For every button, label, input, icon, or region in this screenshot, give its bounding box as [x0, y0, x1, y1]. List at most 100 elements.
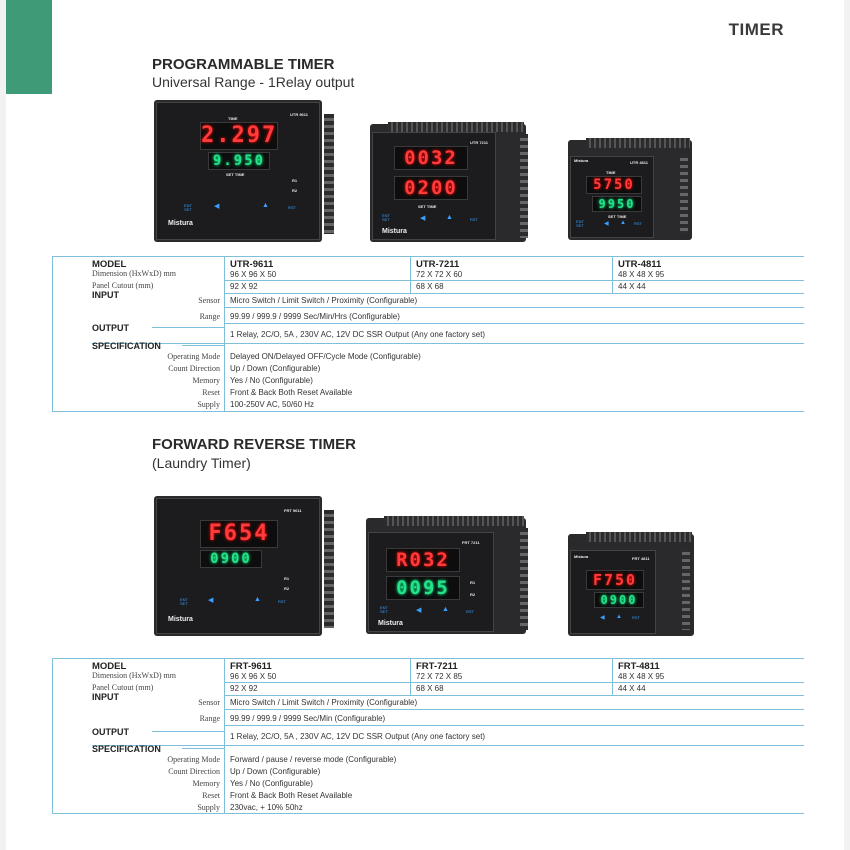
model-tag: FRT 4811	[632, 556, 650, 561]
ent-set-button[interactable]: ENT SET	[380, 605, 388, 614]
spec-table-forward-reverse: MODEL Dimension (HxWxD) mm Panel Cutout …	[52, 658, 804, 814]
accent-corner-block	[6, 0, 52, 94]
spec-value: Forward / pause / reverse mode (Configur…	[230, 755, 397, 764]
left-arrow-icon[interactable]: ◀	[208, 597, 214, 604]
spec-label: Operating Mode	[167, 755, 220, 764]
range-label: Range	[199, 714, 220, 723]
spec-label: Supply	[197, 400, 220, 409]
display-label-set-time: SET TIME	[418, 204, 437, 209]
model-name: UTR-9611	[230, 259, 274, 270]
sensor-label: Sensor	[198, 698, 220, 707]
output-value: 1 Relay, 2C/O, 5A , 230V AC, 12V DC SSR …	[230, 330, 486, 339]
cutout-label: Panel Cutout (mm)	[92, 281, 154, 290]
spec-value: 100-250V AC, 50/60 Hz	[230, 400, 315, 409]
spec-value: Yes / No (Configurable)	[230, 779, 313, 788]
rst-button[interactable]: RST	[634, 221, 642, 226]
top-display: F654	[200, 520, 278, 548]
spec-label: Operating Mode	[167, 352, 220, 361]
model-cutout: 68 X 68	[416, 684, 444, 693]
model-tag: FRT 7211	[462, 540, 480, 545]
rst-button[interactable]: RST	[466, 609, 474, 614]
relay-r2-label: R2	[284, 586, 290, 591]
rst-button[interactable]: RST	[278, 599, 286, 604]
range-value: 99.99 / 999.9 / 9999 Sec/Min (Configurab…	[230, 714, 386, 723]
left-arrow-icon[interactable]: ◀	[600, 615, 605, 621]
rst-button[interactable]: RST	[470, 217, 478, 222]
model-dimension: 96 X 96 X 50	[230, 270, 277, 279]
bottom-display: 0900	[200, 550, 262, 568]
display-label-time: TIME	[606, 170, 616, 175]
spec-label: Supply	[197, 803, 220, 812]
dimension-label: Dimension (HxWxD) mm	[92, 671, 176, 680]
ent-set-button[interactable]: ENT SET	[180, 597, 188, 606]
output-label: OUTPUT	[92, 727, 129, 737]
spec-value: Up / Down (Configurable)	[230, 767, 321, 776]
model-tag: UTR 4811	[630, 160, 649, 165]
device-utr-9611: UTR 9611 TIME 2.297 9.950 SET TIME R1 R2…	[154, 100, 334, 242]
display-label-set-time: SET TIME	[608, 214, 627, 219]
display-label-time: TIME	[228, 116, 238, 121]
model-dimension: 96 X 96 X 50	[230, 672, 277, 681]
model-tag: FRT 9611	[284, 508, 302, 513]
input-label: INPUT	[92, 290, 119, 300]
left-arrow-icon[interactable]: ◀	[416, 607, 422, 614]
spec-label: Reset	[202, 388, 220, 397]
model-cutout: 92 X 92	[230, 282, 258, 291]
rst-button[interactable]: RST	[632, 615, 640, 620]
spec-label: Count Direction	[168, 767, 220, 776]
left-arrow-icon[interactable]: ◀	[214, 203, 220, 210]
ent-set-button[interactable]: ENT SET	[576, 219, 584, 228]
ent-set-button[interactable]: ENT SET	[382, 213, 390, 222]
top-display: 5750	[586, 176, 642, 194]
brand-logo: Mistura	[168, 616, 193, 623]
up-arrow-icon[interactable]: ▲	[620, 220, 626, 226]
spec-label: Memory	[192, 779, 220, 788]
bottom-display: 0095	[386, 576, 460, 600]
spec-value: Up / Down (Configurable)	[230, 364, 321, 373]
spec-label: Reset	[202, 791, 220, 800]
top-display: 0032	[394, 146, 468, 170]
model-cutout: 44 X 44	[618, 684, 646, 693]
sensor-label: Sensor	[198, 296, 220, 305]
brand-logo: Mistura	[574, 554, 589, 559]
bottom-display: 0200	[394, 176, 468, 200]
left-arrow-icon[interactable]: ◀	[420, 215, 426, 222]
section-subtitle: Universal Range - 1Relay output	[152, 74, 355, 90]
up-arrow-icon[interactable]: ▲	[262, 202, 269, 209]
model-cutout: 68 X 68	[416, 282, 444, 291]
output-label: OUTPUT	[92, 323, 129, 333]
model-dimension: 72 X 72 X 85	[416, 672, 463, 681]
output-value: 1 Relay, 2C/O, 5A , 230V AC, 12V DC SSR …	[230, 732, 486, 741]
relay-r1-label: R1	[284, 576, 290, 581]
sensor-value: Micro Switch / Limit Switch / Proximity …	[230, 698, 418, 707]
section-title: FORWARD REVERSE TIMER	[152, 436, 356, 453]
up-arrow-icon[interactable]: ▲	[442, 606, 449, 613]
rst-button[interactable]: RST	[288, 205, 296, 210]
model-tag: UTR 9611	[290, 112, 309, 117]
model-dimension: 48 X 48 X 95	[618, 672, 665, 681]
brand-logo: Mistura	[378, 620, 403, 627]
page-category-title: TIMER	[728, 20, 784, 39]
bottom-display: 9.950	[208, 152, 270, 170]
spec-label: Count Direction	[168, 364, 220, 373]
model-dimension: 48 X 48 X 95	[618, 270, 665, 279]
spec-label: Memory	[192, 376, 220, 385]
cutout-label: Panel Cutout (mm)	[92, 683, 154, 692]
left-arrow-icon[interactable]: ◀	[604, 221, 609, 227]
up-arrow-icon[interactable]: ▲	[446, 214, 453, 221]
up-arrow-icon[interactable]: ▲	[254, 596, 261, 603]
relay-r2-label: R2	[292, 188, 298, 193]
spec-value: Delayed ON/Delayed OFF/Cycle Mode (Confi…	[230, 352, 421, 361]
model-name: FRT-7211	[416, 661, 458, 672]
model-dimension: 72 X 72 X 60	[416, 270, 463, 279]
bottom-display: 9950	[592, 196, 642, 212]
up-arrow-icon[interactable]: ▲	[616, 614, 622, 620]
relay-r1-label: R1	[292, 178, 298, 183]
ent-set-button[interactable]: ENT SET	[184, 203, 192, 212]
bottom-display: 0900	[594, 592, 644, 608]
brand-logo: Mistura	[574, 158, 589, 163]
specification-label: SPECIFICATION	[92, 341, 161, 351]
top-display: R032	[386, 548, 460, 572]
model-name: FRT-9611	[230, 661, 272, 672]
section-subtitle: (Laundry Timer)	[152, 455, 251, 471]
